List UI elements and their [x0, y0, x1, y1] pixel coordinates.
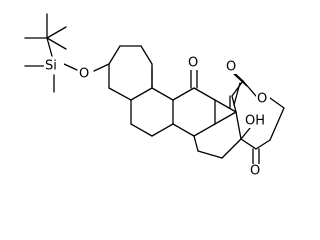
- ring-b-bond: [151, 87, 174, 101]
- ring-d-bond: [214, 111, 237, 125]
- ring-c-bond: [193, 87, 216, 101]
- ring-c-bond: [172, 87, 195, 101]
- acetate-ester-bond: [242, 80, 257, 97]
- ring-b-bond: [151, 123, 174, 137]
- ring-a-bond: [108, 45, 121, 65]
- acetate-carbonyl-bond: [233, 82, 241, 106]
- tbu-bond: [46, 26, 67, 39]
- c17-c20-bond: [240, 138, 257, 150]
- ring-c-bond: [193, 123, 216, 137]
- c20-ketone-oxygen-label: O: [250, 164, 260, 179]
- molecule-structure: Si O O O O OH O: [24, 13, 285, 179]
- ester-ch2-bond: [269, 97, 285, 109]
- ring-d-bond: [235, 111, 242, 140]
- ester-oxygen-label: O: [257, 92, 267, 107]
- ring-d-bond: [221, 138, 242, 159]
- silicon-atom-label: Si: [45, 59, 57, 74]
- ring-d-bond: [214, 99, 237, 113]
- ring-d-bond: [197, 150, 223, 159]
- c17-oh-bond: [240, 127, 251, 140]
- structure-canvas: Si O O O O OH O: [24, 13, 285, 179]
- ring-b-bond: [130, 123, 153, 137]
- c11-ketone-oxygen-label: O: [188, 56, 198, 71]
- ring-c-bond: [172, 123, 195, 137]
- silyl-ether-oxygen-label: O: [79, 67, 89, 82]
- acetate-bond: [231, 80, 244, 97]
- ring-d-bond: [193, 135, 199, 152]
- tbu-si-bond: [46, 37, 53, 57]
- acetate-carbonyl-oxygen-label: O: [226, 60, 236, 75]
- ch2-c20-bond: [269, 107, 285, 141]
- si-o-bond: [63, 63, 78, 71]
- ring-a-bond: [130, 87, 153, 101]
- bond-lines: [24, 13, 285, 165]
- o-c3-bond: [93, 63, 110, 72]
- atom-labels: Si O O O O OH O: [44, 56, 270, 179]
- ring-a-bond: [140, 45, 153, 65]
- c20-ch2-bond: [255, 139, 271, 150]
- ring-a-bond: [108, 87, 132, 101]
- hydroxyl-label: OH: [245, 114, 265, 129]
- tbu-bond: [46, 37, 67, 50]
